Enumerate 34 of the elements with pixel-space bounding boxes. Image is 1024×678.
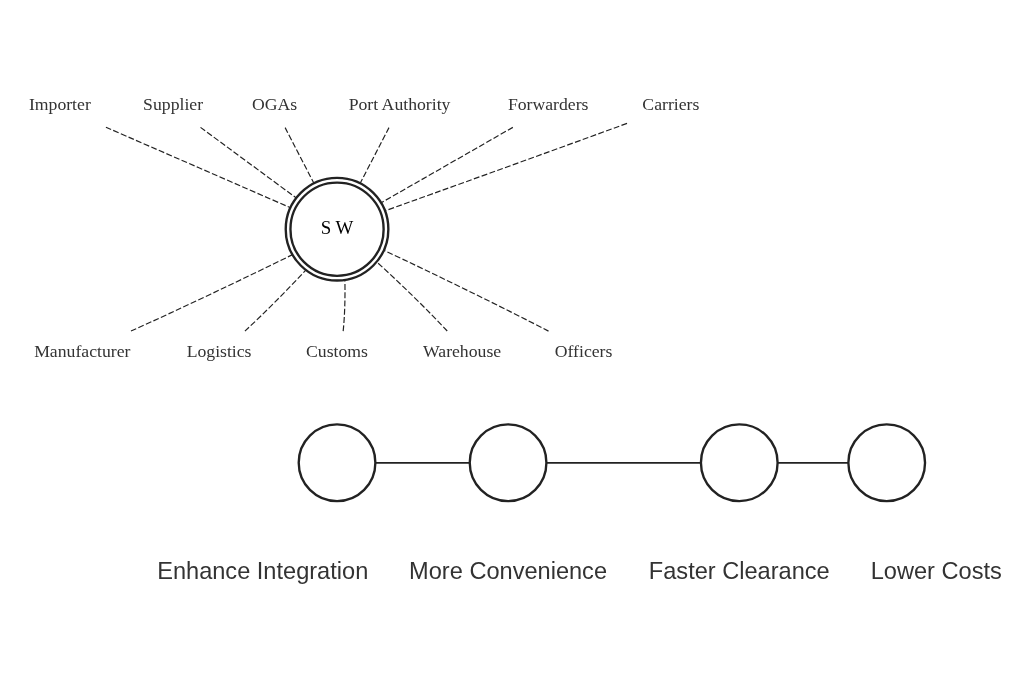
connector <box>284 126 314 184</box>
node-text: Carriers <box>641 93 699 114</box>
node-text: Manufacturer <box>33 340 130 361</box>
node-circle <box>468 422 548 502</box>
connector <box>359 126 390 184</box>
node-circle <box>846 422 926 502</box>
connector <box>104 126 291 208</box>
node-text: Forwarders <box>507 93 588 114</box>
node-circle <box>699 422 779 502</box>
connector <box>374 461 470 464</box>
connector <box>342 279 346 332</box>
node-text: Warehouse <box>422 340 501 361</box>
node-text: OGAs <box>251 93 297 114</box>
node-label: Faster Clearance <box>648 557 830 584</box>
node-text: Officers <box>554 340 612 361</box>
node-circle: S W <box>284 176 390 282</box>
connector <box>383 122 628 211</box>
connector <box>129 253 293 332</box>
connector <box>776 461 849 464</box>
node-text: Port Authority <box>348 93 450 114</box>
node-text: Customs <box>305 340 368 361</box>
connector <box>545 461 702 464</box>
node-text: Importer <box>28 93 91 114</box>
node-text: Supplier <box>142 93 203 114</box>
node-label: Enhance Integration <box>156 557 368 584</box>
node-circle <box>297 422 377 502</box>
node-text: Logistics <box>186 340 252 361</box>
node-label: Lower Costs <box>870 557 1002 584</box>
connector <box>382 249 549 332</box>
connector <box>199 126 297 199</box>
node-label: More Convenience <box>408 557 607 584</box>
connector <box>375 260 448 332</box>
connector <box>380 126 513 203</box>
connector <box>243 269 306 332</box>
